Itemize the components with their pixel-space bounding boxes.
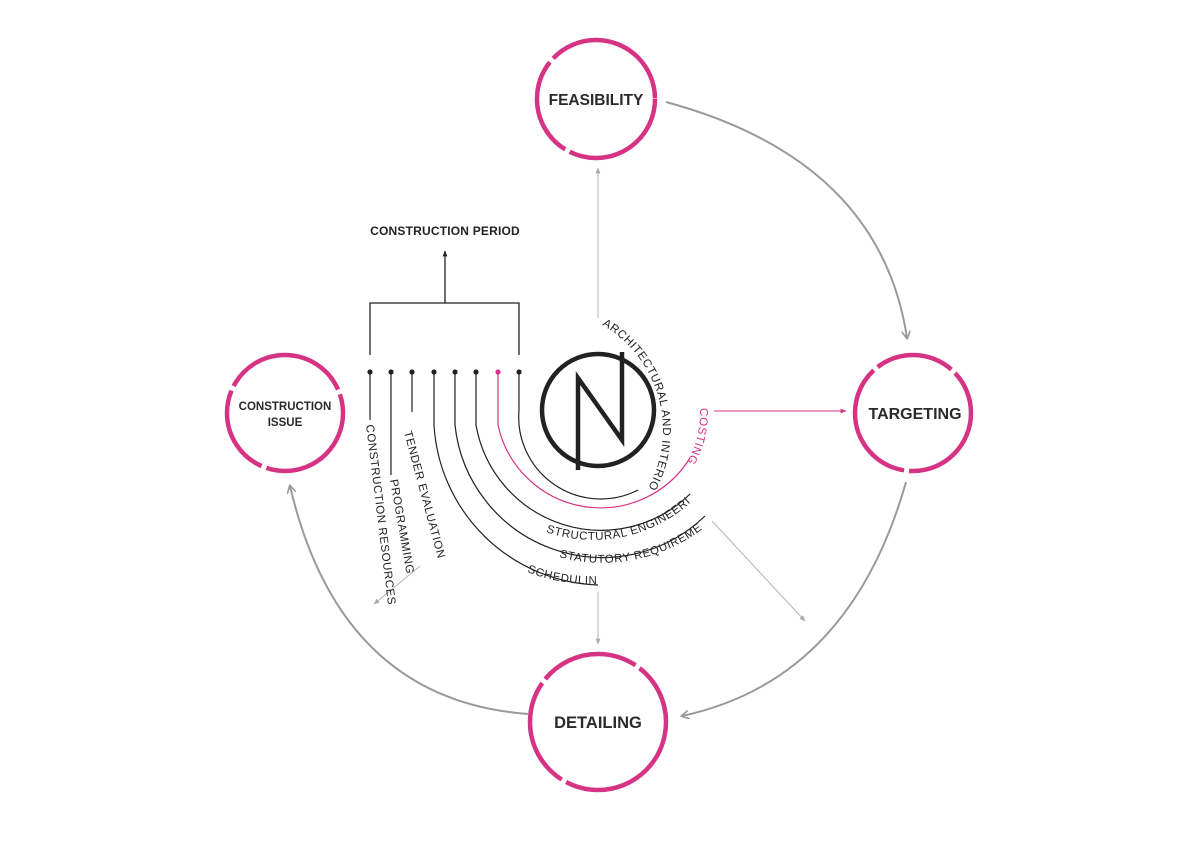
- dot-structural: [473, 369, 479, 375]
- construction-issue-label-line1: CONSTRUCTION: [239, 401, 332, 413]
- arc-label-structural: STRUCTURAL ENGINEERING: [0, 0, 693, 543]
- dot-programming: [388, 369, 394, 375]
- cycle-arrow-detailing-to-construction-issue: [290, 486, 529, 715]
- dot-resources: [367, 369, 373, 375]
- dot-statutory: [452, 369, 458, 375]
- timeline-dots: [367, 369, 522, 375]
- arc-label-scheduling: SCHEDULING: [0, 0, 597, 587]
- construction-period-label: CONSTRUCTION PERIOD: [370, 224, 520, 238]
- targeting-ring: [852, 352, 974, 474]
- arrow-to-lower-right: [711, 520, 806, 622]
- arc-label-architectural-path: ARCHITECTURAL AND INTERIOR DESIGN: [0, 0, 671, 492]
- stage-detailing: DETAILING: [527, 651, 669, 793]
- detailing-ring: [527, 651, 669, 793]
- arc-label-costing-path: COSTING: [684, 408, 708, 467]
- dot-scheduling: [431, 369, 437, 375]
- logo-n-mark: [575, 352, 625, 470]
- arc-scheduling: [433, 372, 599, 586]
- dot-costing: [495, 369, 501, 375]
- arc-label-scheduling-path: SCHEDULING: [0, 0, 597, 587]
- arc-costing: [497, 372, 691, 509]
- detailing-label: DETAILING: [554, 714, 642, 732]
- stage-construction-issue: CONSTRUCTION ISSUE: [224, 352, 346, 474]
- cycle-arrow-feasibility-to-targeting: [665, 101, 907, 338]
- stage-feasibility: FEASIBILITY: [534, 37, 658, 161]
- stage-targeting: TARGETING: [852, 352, 974, 474]
- arc-statutory: [454, 372, 706, 559]
- bracket-line: [369, 302, 520, 355]
- arc-label-statutory: STATUTORY REQUIREMENTS: [0, 0, 705, 566]
- arc-architectural: [518, 372, 639, 500]
- dot-tender: [409, 369, 415, 375]
- n-monogram-logo: [539, 351, 657, 470]
- feasibility-ring: [534, 37, 658, 161]
- targeting-label: TARGETING: [868, 406, 961, 423]
- arc-label-statutory-path: STATUTORY REQUIREMENTS: [0, 0, 704, 566]
- process-arcs: [369, 372, 706, 586]
- arrow-to-lower-left: [373, 565, 421, 605]
- construction-issue-ring: [224, 352, 346, 474]
- construction-issue-label-line2: ISSUE: [268, 417, 303, 429]
- arc-label-architectural: ARCHITECTURAL AND INTERIOR DESIGN: [0, 0, 672, 492]
- dot-architectural: [516, 369, 522, 375]
- label-construction-resources: CONSTRUCTION RESOURCES: [363, 424, 397, 606]
- logo-ring: [539, 351, 657, 469]
- arc-label-structural-path: STRUCTURAL ENGINEERING: [0, 0, 693, 543]
- arc-label-costing: COSTING: [684, 408, 709, 467]
- cycle-arrow-targeting-to-detailing: [682, 481, 907, 716]
- arc-structural: [475, 372, 691, 531]
- feasibility-label: FEASIBILITY: [549, 92, 644, 109]
- construction-period-bracket: CONSTRUCTION PERIOD: [369, 224, 520, 355]
